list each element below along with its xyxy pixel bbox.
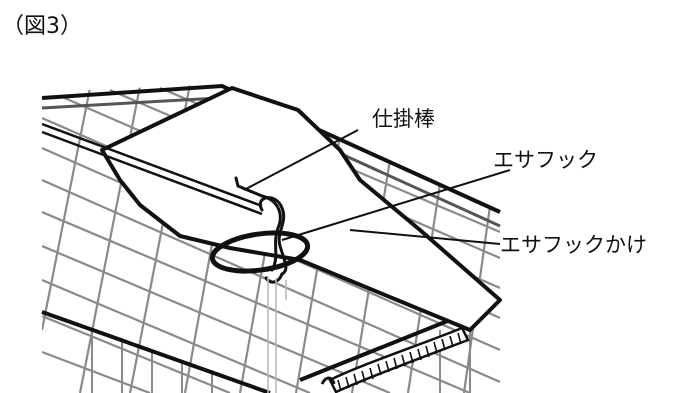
label-rod: 仕掛棒 xyxy=(372,107,435,131)
bait-hook-drop-lines xyxy=(267,276,287,393)
trigger-rod xyxy=(41,122,263,216)
bait-hook xyxy=(234,176,288,284)
bait-hook-holder-loop xyxy=(209,230,311,274)
label-bait-hook-holder: エサフックかけ xyxy=(500,233,647,257)
trigger-plate xyxy=(100,86,502,332)
leader-lines xyxy=(243,129,511,245)
spring xyxy=(320,326,470,393)
label-bait-hook: エサフック xyxy=(493,148,598,172)
cage-front-bars xyxy=(91,320,471,393)
figure-title: （図3） xyxy=(2,14,82,39)
